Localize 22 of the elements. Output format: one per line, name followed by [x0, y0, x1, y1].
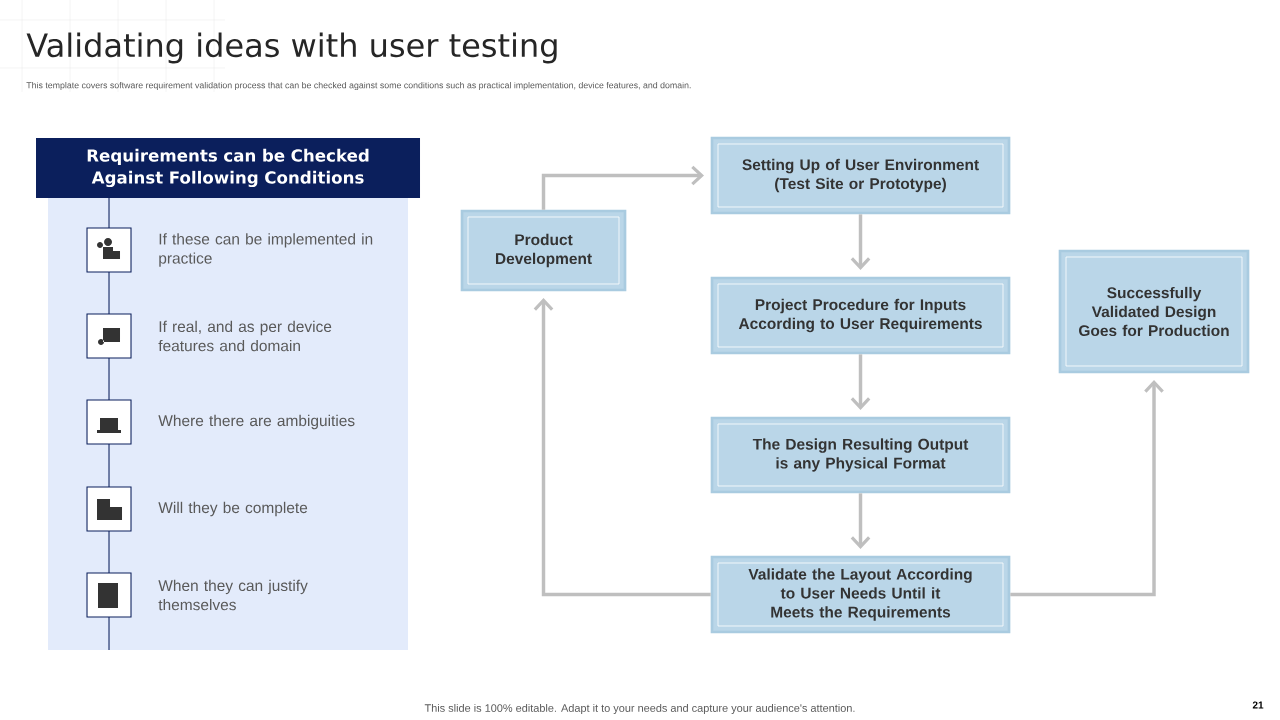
title: Validating ideas with user testing — [26, 32, 557, 64]
process-box: The Design Resulting Output is any Physical Format — [710, 416, 1011, 494]
process-box: Setting Up of User Environment (Test Site or Prototype) — [710, 136, 1011, 215]
page-number: 21 — [1252, 701, 1264, 709]
item-text: Where there are ambiguities — [158, 414, 355, 430]
subtitle: This template covers software requirement validation process that can be checked against some conditions such as practical implementation, device features, and domain. — [26, 81, 691, 91]
process-box: Validate the Layout According to User Needs Until it Meets the Requirements — [710, 555, 1011, 634]
arrow — [850, 493, 871, 549]
item-text: If real, and as per device features and domain — [158, 320, 332, 352]
arrow — [533, 298, 711, 597]
header-box: Requirements can be Checked Against Following Conditions — [36, 138, 420, 198]
item-text: If these can be implemented in practice — [159, 233, 373, 267]
process-box: Product Development — [460, 209, 627, 292]
arrow — [1010, 380, 1164, 597]
item-text: Will they be complete — [158, 501, 308, 517]
item-text: When they can justify themselves — [158, 579, 308, 611]
arrow — [850, 354, 871, 410]
footer-note: This slide is 100% editable. Adapt it to your needs and capture your audience's attention. — [424, 703, 855, 715]
process-box: Successfully Validated Design Goes for Production — [1058, 249, 1250, 374]
process-box: Project Procedure for Inputs According to User Requirements — [710, 276, 1011, 355]
arrow — [541, 165, 704, 210]
arrow — [850, 214, 871, 270]
